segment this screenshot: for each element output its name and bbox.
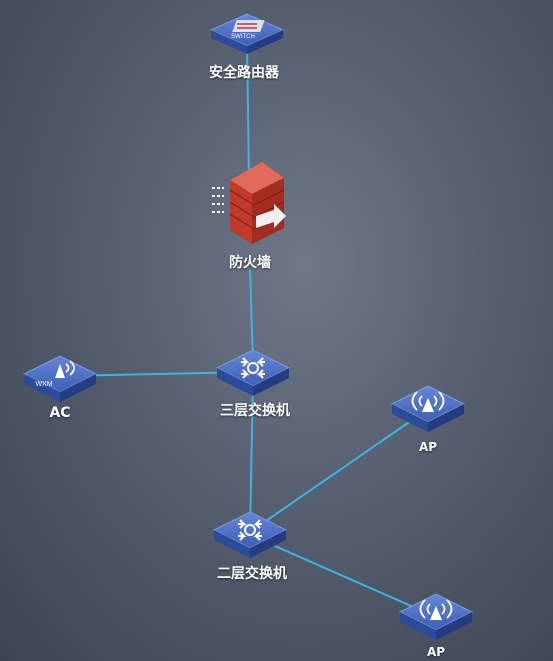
router-device[interactable]: SWITCH <box>209 13 285 54</box>
ap1-label: AP <box>418 440 438 454</box>
access-point-icon <box>419 599 453 620</box>
ap1-device[interactable] <box>390 385 466 432</box>
firewall-label: 防火墙 <box>229 255 271 271</box>
l3-switch-label: 三层交换机 <box>220 403 290 419</box>
ac-label: AC <box>49 405 71 421</box>
l3-switch-device[interactable] <box>215 349 291 396</box>
access-point-icon <box>411 391 445 412</box>
wireless-controller-icon <box>55 360 75 378</box>
link-router-firewall <box>246 41 250 181</box>
link-l3switch-l2switch <box>249 379 254 531</box>
ap2-label: AP <box>426 645 446 659</box>
l2-switch-device[interactable] <box>212 511 288 558</box>
router-label: 安全路由器 <box>209 65 279 81</box>
ap2-device[interactable] <box>398 593 474 640</box>
link-firewall-l3switch <box>249 269 254 363</box>
ac-badge: WXM <box>35 381 52 388</box>
router-icon <box>232 20 265 32</box>
switch-icon <box>241 357 265 379</box>
l2-switch-label: 二层交换机 <box>217 566 287 582</box>
firewall-icon <box>212 162 286 244</box>
link-l2switch-ap2 <box>249 534 437 618</box>
ac-device[interactable]: WXM <box>22 355 98 402</box>
router-badge: SWITCH <box>231 34 255 40</box>
switch-icon <box>238 519 262 541</box>
link-l2switch-ap1 <box>249 408 429 533</box>
firewall-device[interactable] <box>212 162 286 244</box>
